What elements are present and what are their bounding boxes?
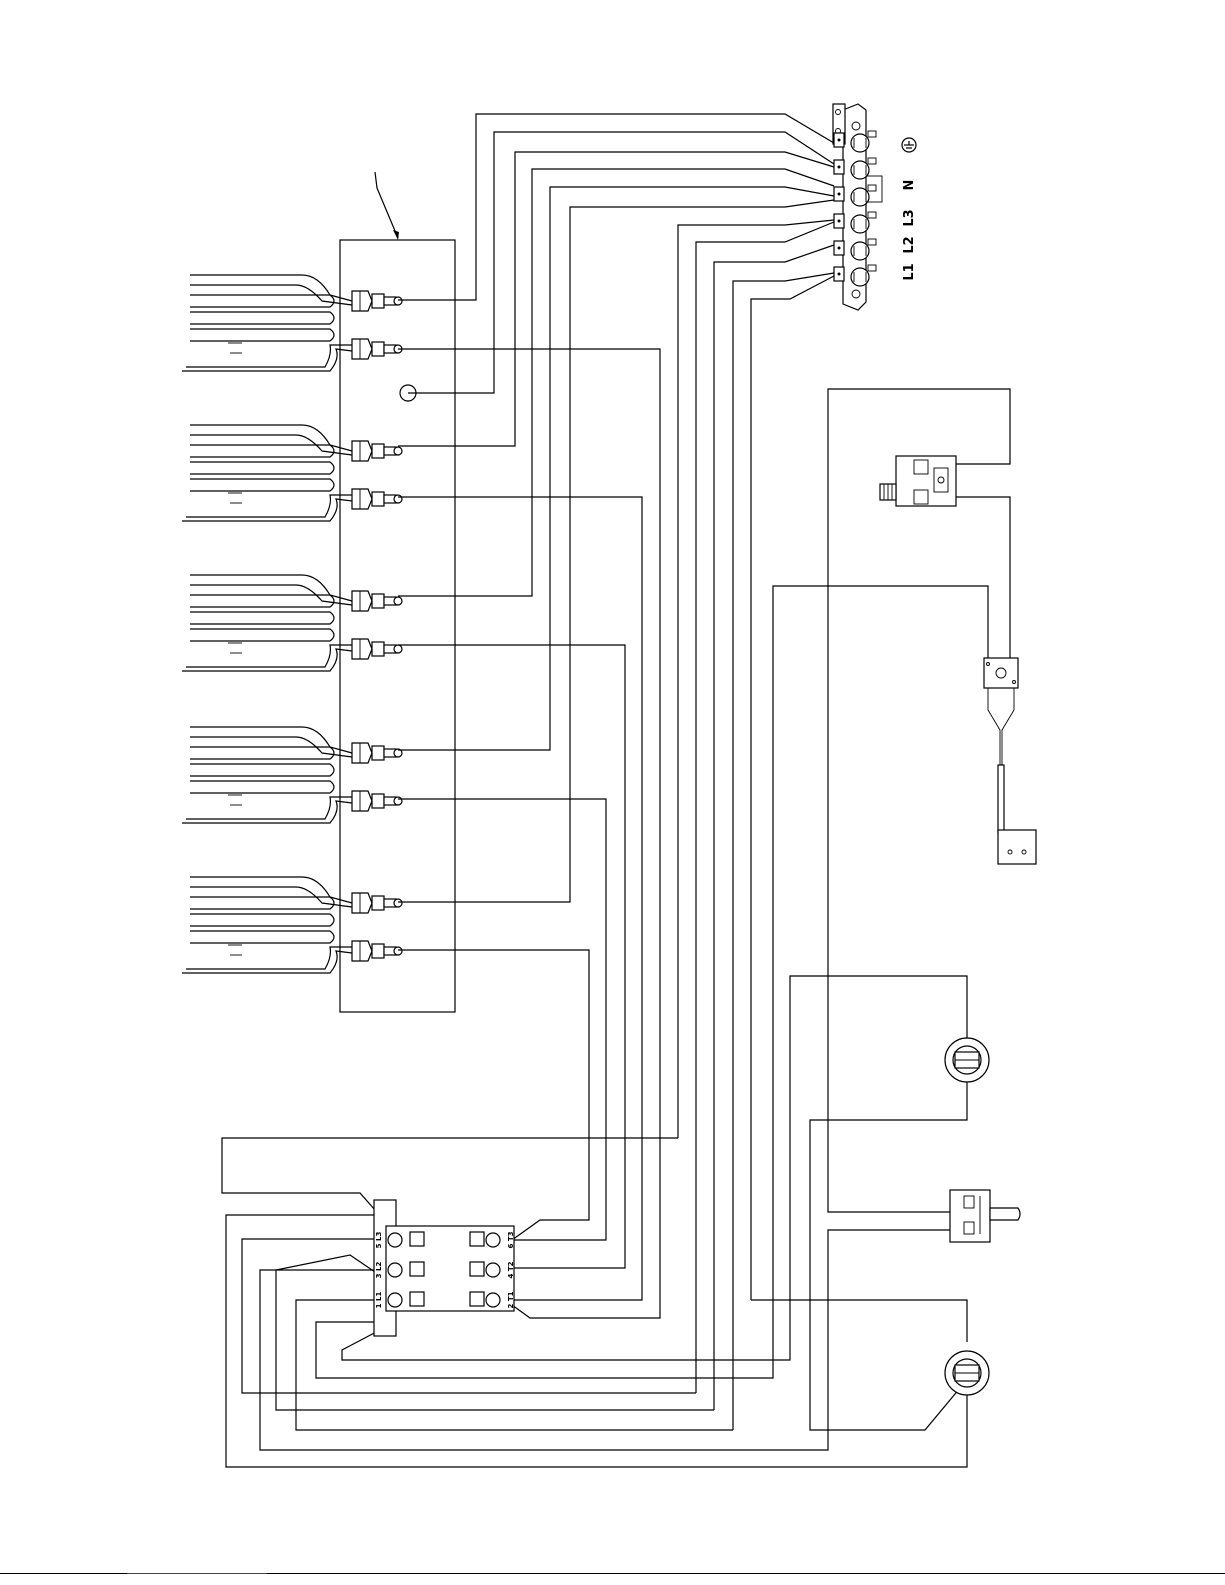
contactor-label-t1: 2 T1 — [507, 1291, 515, 1308]
heater-element — [182, 727, 352, 823]
contactor: 5 L3 3 L2 1 L1 6 T3 4 T2 2 T1 — [374, 1200, 515, 1336]
terminal-block: N L3 L2 L1 — [833, 104, 917, 310]
temperature-sensor — [984, 658, 1036, 864]
terminal-label-l3: L3 — [902, 209, 917, 226]
contactor-label-l3: 5 L3 — [375, 1232, 383, 1249]
heater-element — [182, 275, 352, 371]
terminal-label-n: N — [902, 180, 917, 191]
heater-element — [182, 425, 352, 521]
terminal-label-l1: L1 — [902, 263, 917, 280]
thermostat — [880, 456, 956, 506]
leader-arrow — [375, 172, 399, 240]
heater-element — [182, 575, 352, 671]
heater-elements — [182, 275, 352, 973]
indicator-lamp-lower — [945, 1351, 989, 1395]
terminal-label-l2: L2 — [902, 236, 917, 253]
indicator-lamp-upper — [945, 1038, 989, 1082]
contactor-label-t2: 4 T2 — [507, 1261, 515, 1278]
footer-link-underline — [127, 1573, 267, 1574]
earth-ground-icon — [902, 138, 916, 152]
heater-element — [182, 877, 352, 973]
contactor-label-l2: 3 L2 — [375, 1262, 383, 1279]
contactor-label-t3: 6 T3 — [507, 1231, 515, 1248]
rocker-switch — [950, 1190, 1020, 1242]
contactor-label-l1: 1 L1 — [375, 1292, 383, 1309]
